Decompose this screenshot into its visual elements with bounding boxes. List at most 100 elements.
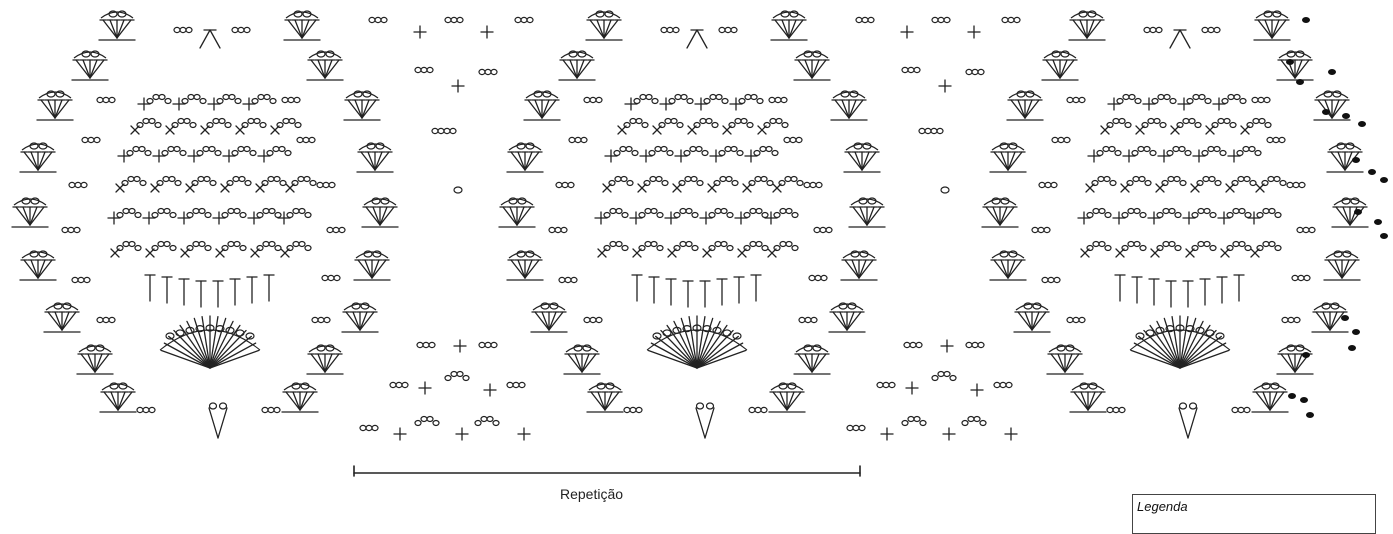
chain-loop [932,17,938,22]
chain-loop [760,147,766,152]
chain-loop [324,317,330,322]
chain-loop [755,407,761,412]
chain-loop [1232,407,1238,412]
chain-loop [908,417,914,422]
chain-loop [720,177,726,182]
chain-loop [868,17,874,22]
shell-stitch [118,392,125,410]
shell-stitch [1258,20,1272,38]
chain-loop [780,242,786,247]
shell-stitch [1263,392,1270,410]
v-stitch [1179,408,1188,438]
chain-loop [432,128,438,133]
chain-loop [1215,181,1221,186]
chain-loop [479,69,485,74]
chain-loop [527,17,533,22]
shell-stitch [325,60,339,78]
chain-loop [862,17,868,22]
chain-loop [1265,123,1271,128]
chain-loop [260,123,266,128]
marker-dot [1342,113,1350,119]
shell-stitch [1065,354,1072,372]
chain-loop [1218,119,1224,124]
chain-loop [624,407,630,412]
shell-stitch [775,20,789,38]
chain-loop [135,213,141,218]
chain-loop [799,317,805,322]
chain-loop [72,277,78,282]
chain-loop [1103,147,1109,152]
chain-loop [916,342,922,347]
shell-stitch [812,60,819,78]
shell-stitch [860,207,867,225]
chain-loop [222,213,228,218]
chain-loop [445,376,451,381]
double-crochet [169,336,210,368]
chain-loop [966,69,972,74]
chain-loop [1139,177,1145,182]
shell-stitch [773,392,787,410]
shell-stitch [41,100,55,118]
shell-stitch [375,152,382,170]
double-crochet [210,336,251,368]
shell-stitch [302,20,309,38]
chain-loop [429,342,435,347]
chain-loop [1045,182,1051,187]
shell-stitch [81,354,95,372]
chain-loop [810,182,816,187]
shell-stitch [318,60,325,78]
chain-loop [239,177,245,182]
chain-loop [1210,213,1216,218]
chain-loop [791,177,797,182]
chain-loop [521,17,527,22]
chain-loop [147,99,153,104]
marker-dot [1328,69,1336,75]
chain-loop [457,17,463,22]
chain-loop [485,342,491,347]
chain-loop [639,213,645,218]
chain-loop [686,209,692,214]
chain-loop [761,407,767,412]
shell-stitch [528,100,542,118]
chain-loop [762,213,768,218]
chain-loop [674,213,680,218]
v-stitch-loop [1180,403,1187,409]
chain-loop [444,128,450,133]
shell-stitch [95,354,109,372]
chain-loop [1128,242,1134,247]
shell-stitch [591,392,605,410]
shell-stitch [311,354,325,372]
chain-loop [792,213,798,218]
chain-loop [559,277,565,282]
chain-loop [1255,151,1261,156]
chain-loop [931,128,937,133]
v-stitch [1188,408,1197,438]
chain-loop [1163,209,1169,214]
shell-stitch [1058,354,1065,372]
chain-loop [904,342,910,347]
shell-stitch [1342,260,1349,278]
shell-stitch [76,60,90,78]
shell-stitch [787,392,794,410]
shell-stitch [90,60,104,78]
shell-stitch [117,20,124,38]
marker-dot [1380,233,1388,239]
chain-loop [103,317,109,322]
chain-loop [1293,182,1299,187]
chain-loop [767,181,773,186]
chain-loop [883,382,889,387]
v-stitch [210,30,220,48]
chain-loop [159,95,165,100]
shell-stitch [597,20,604,38]
shell-stitch [1087,20,1094,38]
chain-loop [568,182,574,187]
chain-loop [622,246,628,251]
shell-stitch [549,312,556,330]
marker-dot [1348,345,1356,351]
chain-loop [657,213,663,218]
chain-loop [1234,95,1240,100]
chain-loop [784,137,790,142]
v-stitch-loop [220,403,227,409]
chain-loop [555,227,561,232]
chain-loop [776,119,782,124]
